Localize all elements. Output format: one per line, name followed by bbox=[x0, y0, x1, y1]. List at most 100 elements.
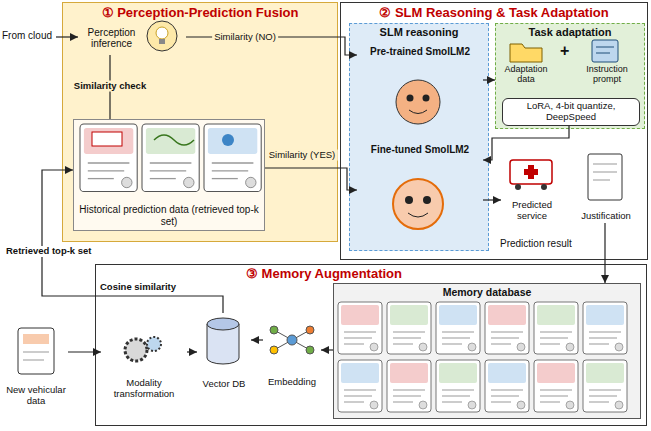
embedding-icon-part bbox=[287, 335, 297, 345]
pretrained-robot-part bbox=[396, 80, 440, 124]
finetuned-robot bbox=[393, 179, 443, 229]
vehicle-data-icon bbox=[18, 328, 54, 374]
connector bbox=[321, 349, 333, 350]
perception-icon-part bbox=[156, 27, 168, 39]
perception-icon bbox=[147, 21, 177, 51]
connector bbox=[42, 170, 223, 313]
adaptation-folder-part bbox=[510, 44, 542, 62]
prompt-doc-part bbox=[596, 47, 614, 48]
history-cards-part bbox=[204, 124, 261, 192]
edge-note: Cosine similarity bbox=[100, 282, 176, 293]
history-cards-part bbox=[154, 135, 194, 145]
memory-cards-part bbox=[387, 302, 431, 354]
node-text: Vector DB bbox=[198, 379, 250, 390]
vector-db-icon bbox=[207, 318, 239, 364]
memory-cards-part bbox=[534, 360, 578, 412]
icon-caption: Instruction prompt bbox=[574, 64, 640, 85]
source-label: From cloud bbox=[2, 30, 52, 42]
vehicle-data-icon-part bbox=[18, 328, 54, 374]
plus-sign: + bbox=[560, 42, 569, 60]
node-text: Fine-tuned SmolLM2 bbox=[359, 144, 481, 156]
pretrained-robot-part bbox=[409, 110, 427, 114]
memory-cards-part bbox=[485, 302, 529, 354]
modality-gears-part bbox=[125, 339, 147, 361]
prompt-doc-part bbox=[596, 53, 610, 54]
node-text: Historical prediction data (retrieved to… bbox=[78, 204, 260, 227]
history-cards-part bbox=[92, 132, 122, 146]
cloud-arrow bbox=[56, 37, 78, 38]
history-cards bbox=[80, 124, 261, 192]
embedding-icon-part bbox=[270, 326, 278, 334]
node-text: Modality transformation bbox=[102, 378, 186, 400]
justification-doc-part bbox=[593, 180, 610, 181]
finetuned-robot-part bbox=[408, 213, 428, 217]
memory-cards-part bbox=[338, 302, 382, 354]
finetuned-robot-part bbox=[423, 196, 431, 204]
connector bbox=[265, 168, 357, 190]
connector bbox=[251, 339, 263, 340]
memory-cards-part bbox=[338, 360, 382, 412]
embedding-icon-part bbox=[270, 346, 278, 354]
modality-node: Modality transformation bbox=[101, 331, 187, 401]
perception-icon-part bbox=[147, 21, 177, 51]
node-text: ① Perception-Prediction Fusion bbox=[67, 6, 333, 21]
service-icon-part bbox=[524, 169, 538, 175]
edge-label: Retrieved top-k set bbox=[4, 246, 94, 257]
memory-cards-part bbox=[485, 360, 529, 412]
service-icon-part bbox=[541, 184, 547, 190]
node-text: ② SLM Reasoning & Task Adaptation bbox=[345, 6, 643, 21]
embedding-icon-part bbox=[306, 346, 314, 354]
pretrained-robot-part bbox=[407, 95, 414, 102]
justification-doc-part bbox=[593, 164, 617, 165]
result-caption: Prediction result bbox=[500, 238, 572, 250]
finetuned-robot-part bbox=[405, 196, 413, 204]
vehicle-data-icon-part bbox=[23, 360, 44, 361]
history-cards-part bbox=[142, 124, 199, 192]
node-text: ③ Memory Augmentation bbox=[246, 267, 642, 282]
embedding-icon bbox=[270, 326, 314, 354]
connector bbox=[604, 223, 605, 283]
justification-doc-part bbox=[588, 154, 622, 200]
node-text: Memory database bbox=[336, 286, 638, 298]
node-text: Justification bbox=[574, 211, 638, 222]
memory-cards-part bbox=[436, 302, 480, 354]
memory-cards-part bbox=[583, 360, 627, 412]
connector bbox=[483, 126, 569, 160]
history-cards-part bbox=[222, 134, 234, 146]
node-text: New vehicular data bbox=[5, 385, 67, 407]
adaptation-folder bbox=[510, 44, 542, 62]
modality-gears-part bbox=[147, 337, 161, 351]
justification-doc bbox=[588, 154, 622, 200]
vehicle-data-icon-part bbox=[23, 352, 49, 353]
pretrained-robot-part bbox=[423, 95, 430, 102]
service-icon bbox=[510, 160, 552, 190]
node-text: Task adaptation bbox=[498, 26, 642, 39]
connector bbox=[483, 199, 501, 200]
prompt-doc bbox=[592, 40, 618, 62]
finetuned-robot-part bbox=[393, 179, 443, 229]
node-text: SLM reasoning bbox=[352, 26, 486, 39]
prompt-doc-part bbox=[592, 40, 618, 62]
edge-label: Similarity (NO) bbox=[212, 32, 278, 43]
memory-cards-part bbox=[436, 360, 480, 412]
vehicle-data-icon-part bbox=[23, 334, 49, 344]
node-text: LoRA, 4-bit quantize, DeepSpeed bbox=[507, 101, 635, 123]
connector bbox=[483, 79, 495, 80]
perception-icon-part bbox=[159, 39, 165, 44]
icon-caption: Adaptation data bbox=[498, 64, 554, 85]
history-cards-part bbox=[80, 124, 137, 192]
memory-cards bbox=[338, 302, 627, 412]
node-text: Perception inference bbox=[83, 27, 140, 50]
edge-label: Similarity check bbox=[72, 81, 148, 92]
cloud-arrow-part bbox=[56, 36, 78, 37]
embedding-icon-part bbox=[306, 326, 314, 334]
node-text: Pre-trained SmolLM2 bbox=[359, 46, 481, 58]
memory-cards-part bbox=[583, 302, 627, 354]
memory-cards-part bbox=[534, 302, 578, 354]
modality-gears bbox=[125, 337, 161, 361]
fusion-panel: ① Perception-Prediction FusionPerception… bbox=[62, 2, 338, 242]
service-icon-part bbox=[515, 184, 521, 190]
justification-doc-part bbox=[593, 172, 617, 173]
